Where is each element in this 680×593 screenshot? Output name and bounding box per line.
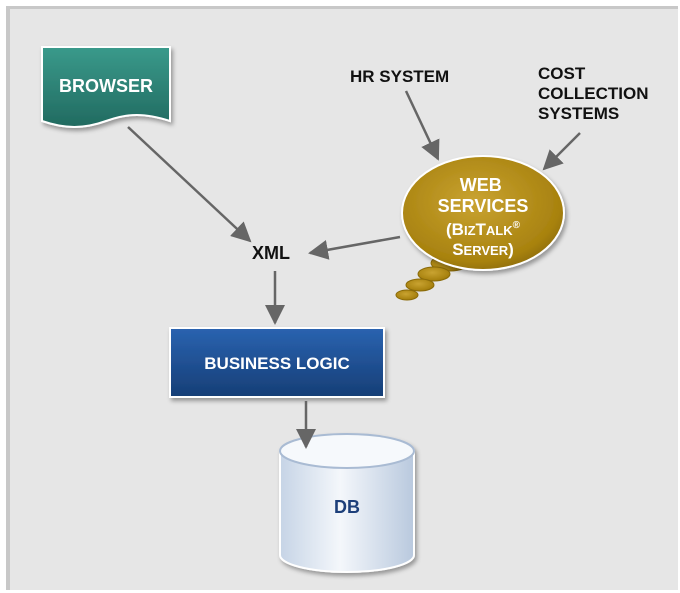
browser-label: BROWSER [59,76,153,96]
web-services-line-1: WEB [460,175,502,195]
browser-node [41,46,171,128]
business-logic-node [169,327,385,398]
arrow-cost-to-webservices [542,132,581,171]
cost-line-3: SYSTEMS [538,104,619,123]
arrow-browser-to-xml [127,126,252,243]
cost-line-2: COLLECTION [538,84,649,103]
thought-bubble [395,289,419,301]
thought-bubble [417,266,451,282]
cost-line-1: COST [538,64,586,83]
web-services-line-2: SERVICES [438,196,529,216]
db-body [279,450,415,573]
xml-label: XML [252,243,290,263]
arrow-webservices-to-xml [308,235,401,260]
hr-system-label: HR SYSTEM [350,67,449,86]
arrow-hr-to-webservices [404,90,440,161]
server-label: SERVER) [452,240,514,259]
biztalk-label: (BIZTALK® [446,220,521,239]
business-logic-label: BUSINESS LOGIC [204,354,349,373]
db-label: DB [334,497,360,517]
architecture-diagram: BROWSER HR SYSTEM COST COLLECTION SYSTEM… [41,46,653,573]
web-services-node [401,155,565,271]
thought-bubble [405,278,435,292]
browser-shape [41,46,171,128]
connectors [127,90,581,449]
db-top [279,433,415,469]
cost-collection-label: COST COLLECTION SYSTEMS [538,64,653,123]
diagram-frame: BROWSER HR SYSTEM COST COLLECTION SYSTEM… [6,6,678,590]
web-services-label: WEB SERVICES [438,175,529,216]
